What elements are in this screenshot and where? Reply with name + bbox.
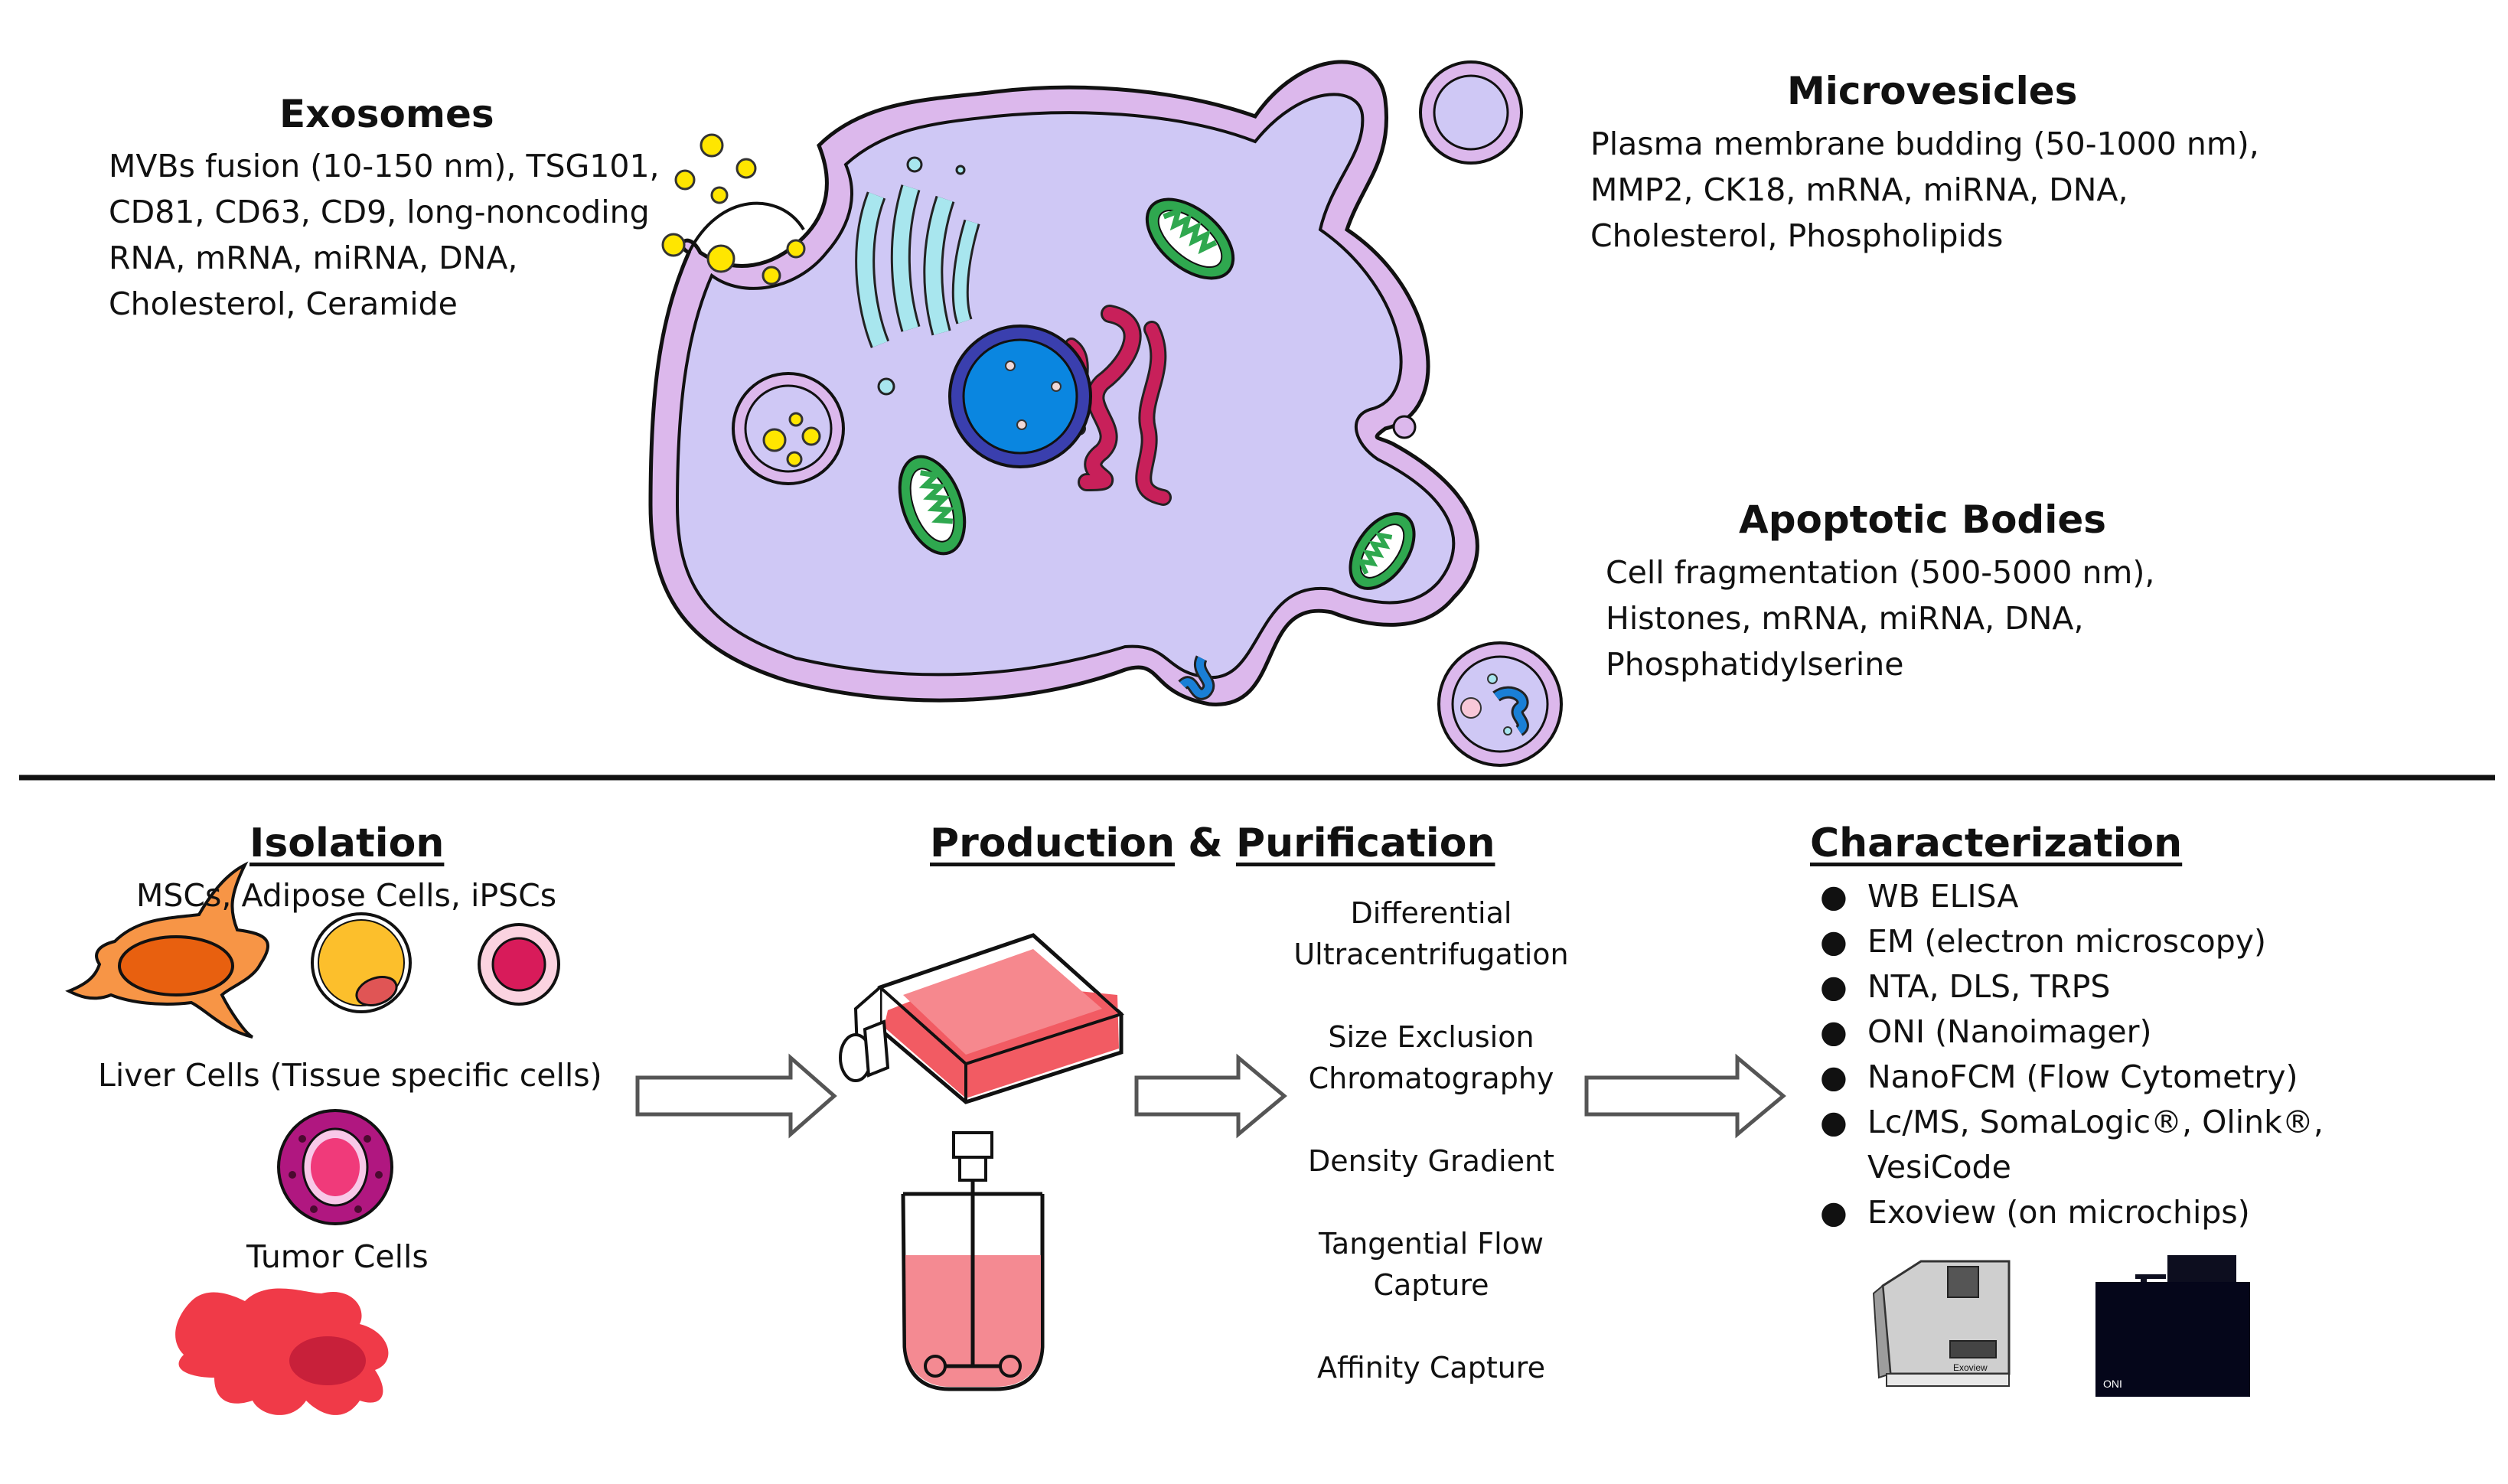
cell-diagram — [648, 60, 1479, 706]
exosomes-title: Exosomes — [279, 92, 494, 136]
production-title: Production&Purification — [930, 820, 1495, 866]
apoptotic-line: Phosphatidylserine — [1606, 646, 1904, 683]
characterization-item: ● Lc/MS, SomaLogic®, Olink®, VesiCode — [1820, 1100, 2324, 1190]
exoview-device-label: Exoview — [1953, 1362, 1988, 1373]
characterization-item: ● EM (electron microscopy) — [1820, 919, 2324, 964]
characterization-list: ● WB ELISA ● EM (electron microscopy) ● NTA… — [1820, 874, 2324, 1235]
exosomes-line: Cholesterol, Ceramide — [109, 285, 458, 322]
exosomes-line: RNA, mRNA, miRNA, DNA, — [109, 240, 518, 276]
item-text: NTA, DLS, TRPS — [1867, 968, 2111, 1005]
golgi-apparatus — [855, 156, 980, 396]
bullet-icon: ● — [1820, 1013, 1848, 1050]
production-title-left: Production — [930, 820, 1175, 866]
released-exosomes — [661, 133, 806, 285]
apoptotic-line: Cell fragmentation (500-5000 nm), — [1606, 554, 2155, 591]
purification-step: Tangential Flow Capture — [1278, 1223, 1584, 1306]
tumor-cell — [175, 1288, 389, 1415]
microvesicles-line: MMP2, CK18, mRNA, miRNA, DNA, — [1590, 171, 2128, 208]
isolation-title: Isolation — [249, 820, 445, 866]
isolation-subtitle: MSCs, Adipose Cells, iPSCs — [136, 877, 557, 914]
microvesicles-description: Plasma membrane budding (50-1000 nm), MM… — [1590, 121, 2259, 259]
item-text: NanoFCM (Flow Cytometry) — [1867, 1058, 2298, 1095]
item-text: Exoview (on microchips) — [1867, 1194, 2250, 1231]
exosomes-line: CD81, CD63, CD9, long-noncoding — [109, 194, 650, 230]
item-text: VesiCode — [1867, 1149, 2011, 1186]
apoptotic-bodies-title: Apoptotic Bodies — [1739, 497, 2107, 542]
characterization-title: Characterization — [1810, 820, 2183, 866]
membrane-small-vesicle — [1392, 415, 1417, 439]
item-text: ONI (Nanoimager) — [1867, 1013, 2152, 1050]
mitochondrion-1 — [1145, 197, 1235, 280]
purification-step: Size Exclusion Chromatography — [1278, 1016, 1584, 1099]
msc-cell — [65, 861, 269, 1039]
step-line: Tangential Flow — [1319, 1227, 1544, 1261]
exosomes-description: MVBs fusion (10-150 nm), TSG101, CD81, C… — [109, 143, 660, 327]
apoptotic-bud — [1178, 655, 1215, 700]
purification-step: Affinity Capture — [1278, 1347, 1584, 1388]
bullet-icon: ● — [1820, 923, 1848, 960]
item-text: WB ELISA — [1867, 878, 2019, 915]
exosomes-line: MVBs fusion (10-150 nm), TSG101, — [109, 148, 660, 184]
item-text: EM (electron microscopy) — [1867, 923, 2267, 960]
step-line: Differential — [1350, 896, 1512, 930]
microvesicles-line: Plasma membrane budding (50-1000 nm), — [1590, 126, 2259, 162]
apoptotic-body — [1437, 641, 1563, 767]
liver-cell — [277, 1109, 393, 1225]
nucleus — [948, 325, 1092, 468]
arrow-2 — [1134, 1053, 1287, 1139]
bullet-icon: ● — [1820, 1058, 1848, 1095]
oni-device-label: ONI — [2103, 1378, 2122, 1390]
exoview-device — [1872, 1260, 2011, 1387]
characterization-item: ● NanoFCM (Flow Cytometry) — [1820, 1055, 2324, 1100]
exosome-release-pocket — [687, 201, 805, 253]
production-title-amp: & — [1188, 820, 1223, 866]
bullet-icon: ● — [1820, 968, 1848, 1005]
microvesicles-title: Microvesicles — [1787, 69, 2078, 113]
culture-flask — [839, 933, 1124, 1104]
step-line: Capture — [1373, 1268, 1489, 1302]
bullet-icon: ● — [1820, 878, 1848, 915]
apoptotic-bodies-description: Cell fragmentation (500-5000 nm), Histon… — [1606, 550, 2154, 687]
characterization-item: ● Exoview (on microchips) — [1820, 1190, 2324, 1235]
liver-cells-label: Liver Cells (Tissue specific cells) — [98, 1057, 602, 1094]
step-line: Affinity Capture — [1317, 1351, 1545, 1385]
ipsc-cell — [478, 923, 560, 1006]
step-line: Chromatography — [1308, 1062, 1554, 1095]
oni-device — [2095, 1255, 2250, 1397]
tumor-cells-label: Tumor Cells — [246, 1238, 429, 1275]
purification-step: Differential Ultracentrifugation — [1278, 892, 1584, 975]
apoptotic-line: Histones, mRNA, miRNA, DNA, — [1606, 600, 2084, 637]
adipose-cell — [311, 912, 412, 1013]
purification-step: Density Gradient — [1278, 1140, 1584, 1182]
production-title-right: Purification — [1235, 820, 1495, 866]
item-text: Lc/MS, SomaLogic®, Olink®, — [1867, 1104, 2324, 1140]
microvesicles-line: Cholesterol, Phospholipids — [1590, 217, 2004, 254]
bioreactor — [901, 1131, 1045, 1391]
step-line: Density Gradient — [1308, 1144, 1554, 1178]
step-line: Size Exclusion — [1328, 1020, 1534, 1054]
mitochondrion-2 — [898, 455, 967, 556]
characterization-item: ● NTA, DLS, TRPS — [1820, 964, 2324, 1009]
microvesicle — [1419, 60, 1523, 165]
arrow-3 — [1584, 1053, 1786, 1139]
bullet-icon: ● — [1820, 1194, 1848, 1231]
characterization-item: ● ONI (Nanoimager) — [1820, 1009, 2324, 1055]
mitochondrion-3 — [1349, 512, 1416, 590]
multivesicular-body — [732, 372, 845, 485]
arrow-1 — [635, 1053, 837, 1139]
bullet-icon: ● — [1820, 1104, 1848, 1140]
characterization-item: ● WB ELISA — [1820, 874, 2324, 919]
step-line: Ultracentrifugation — [1293, 938, 1569, 971]
